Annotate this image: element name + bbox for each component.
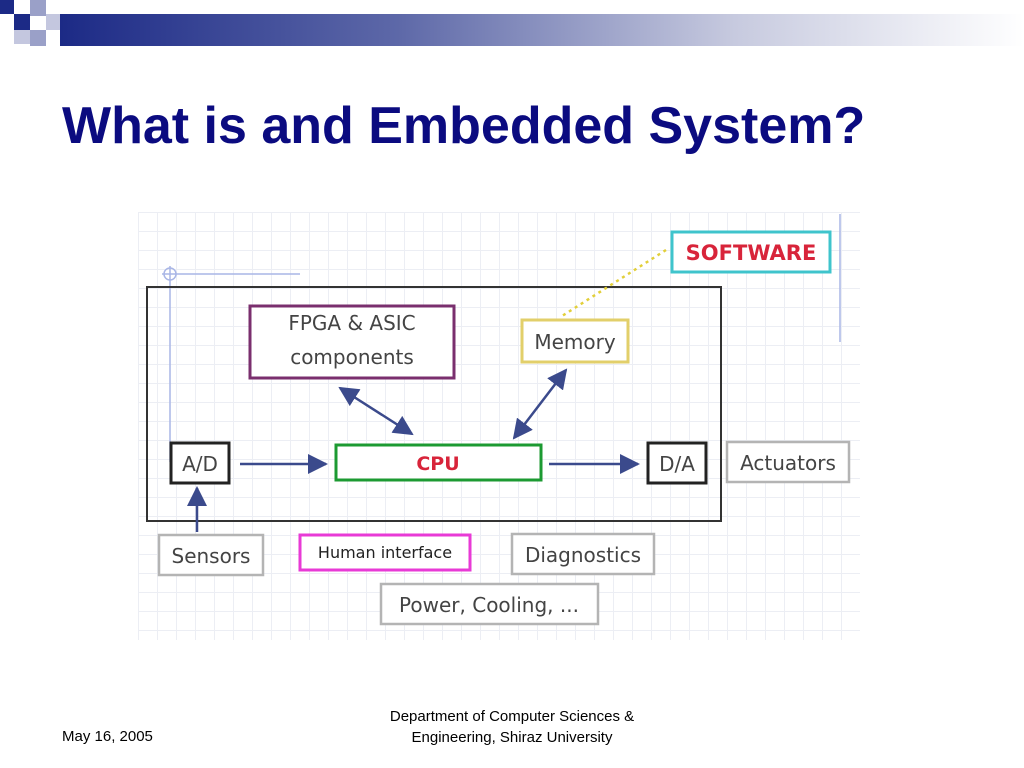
arrow-memory-cpu	[512, 368, 568, 440]
da-box	[646, 441, 708, 485]
footer-date: May 16, 2005	[62, 728, 153, 745]
ad-box	[169, 441, 231, 485]
header-square	[30, 0, 46, 16]
system-boundary	[146, 286, 722, 522]
guide-crosshair	[163, 267, 177, 281]
power-cooling-box	[379, 582, 600, 626]
fpga-asic-box	[248, 304, 456, 380]
memory-label: Memory	[534, 330, 616, 354]
footer-department-line: Department of Computer Sciences &	[389, 708, 635, 725]
sensors-label: Sensors	[172, 544, 251, 568]
fpga-asic-label: components	[290, 345, 414, 369]
diagnostics-box	[510, 532, 656, 576]
sensors-box	[157, 533, 265, 577]
software-box	[670, 230, 832, 274]
actuators-box	[725, 440, 851, 484]
slide-title: What is and Embedded System?	[62, 97, 866, 155]
header-square	[14, 14, 30, 30]
memory-box	[520, 318, 630, 364]
da-label: D/A	[659, 452, 695, 476]
header-square	[0, 0, 14, 14]
human-interface-label: Human interface	[318, 543, 452, 562]
ad-label: A/D	[182, 452, 218, 476]
header-gradient-band	[60, 14, 1024, 46]
footer-department: Department of Computer Sciences & Engine…	[312, 706, 712, 748]
power-cooling-label: Power, Cooling, ...	[399, 593, 579, 617]
software-label: SOFTWARE	[686, 241, 817, 265]
diagram-canvas: SOFTWARE FPGA & ASIC components Memory C…	[146, 214, 851, 626]
footer-department-line: Engineering, Shiraz University	[411, 729, 613, 746]
header-square	[46, 14, 60, 30]
header-square	[14, 30, 30, 44]
diagnostics-label: Diagnostics	[525, 543, 641, 567]
header-square	[30, 30, 46, 46]
cpu-label: CPU	[416, 453, 459, 475]
fpga-asic-label: FPGA & ASIC	[288, 311, 415, 335]
software-memory-link	[561, 248, 667, 318]
arrow-fpga-cpu	[338, 386, 414, 436]
embedded-system-diagram: SOFTWARE FPGA & ASIC components Memory C…	[138, 212, 860, 640]
human-interface-box	[298, 533, 472, 572]
cpu-box	[334, 443, 543, 482]
actuators-label: Actuators	[740, 451, 836, 475]
